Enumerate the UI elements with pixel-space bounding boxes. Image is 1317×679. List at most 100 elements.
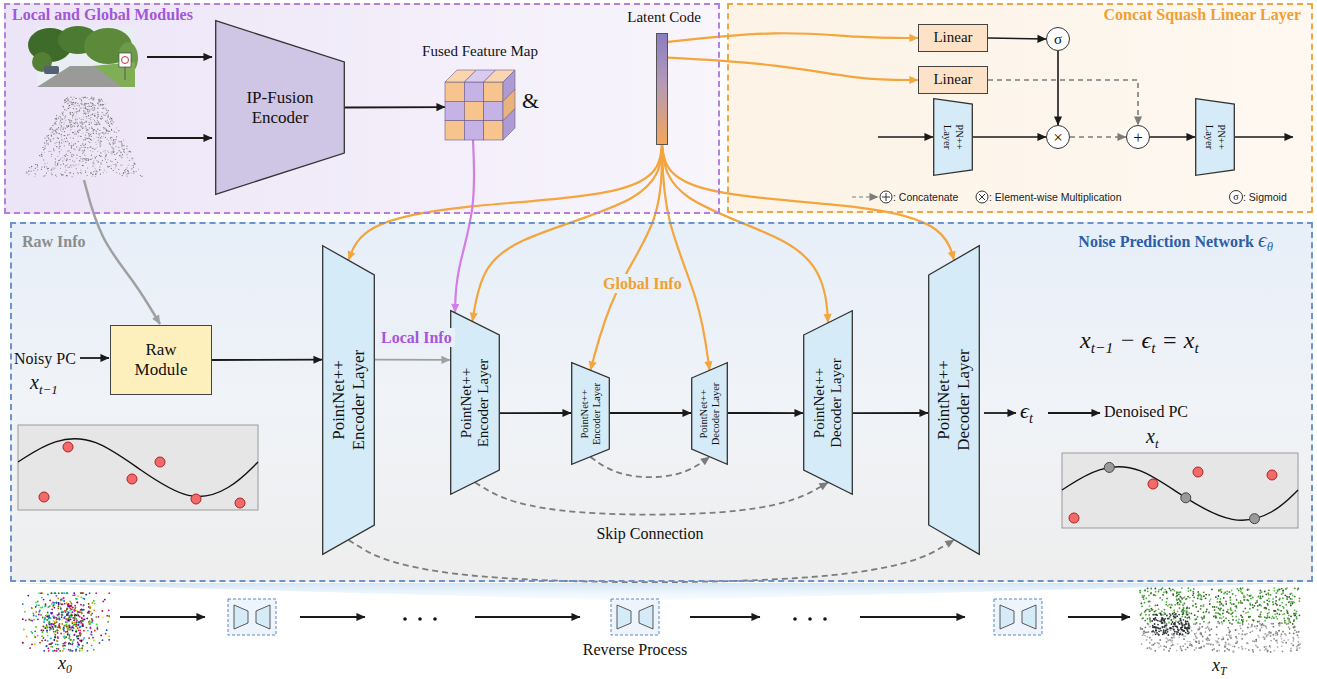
scan-point (108, 110, 109, 111)
scene-point (1278, 588, 1280, 590)
scan-point (95, 157, 96, 158)
scan-point (56, 118, 57, 119)
noise-point (70, 616, 72, 618)
scan-point (62, 113, 63, 114)
scan-point (48, 170, 49, 171)
scan-point (66, 160, 67, 161)
scan-point (98, 99, 99, 100)
scan-point (85, 139, 86, 140)
plot-point (1069, 513, 1079, 523)
scene-point (1220, 607, 1222, 609)
scan-point (106, 130, 107, 131)
scan-point (110, 144, 111, 145)
noise-point (65, 625, 67, 627)
scan-point (113, 151, 114, 152)
scan-point (71, 154, 72, 155)
scan-point (98, 114, 99, 115)
scan-point (47, 143, 48, 144)
noise-point (93, 639, 95, 641)
scene-point (1171, 604, 1173, 606)
scan-point (67, 150, 68, 151)
scan-point (86, 130, 87, 131)
noise-point (80, 596, 82, 598)
scan-point (90, 117, 91, 118)
scene-point (1200, 605, 1202, 607)
scan-point (102, 133, 103, 134)
noise-point (76, 610, 78, 612)
scan-point (83, 145, 84, 146)
scan-point (87, 109, 88, 110)
scan-point (90, 134, 91, 135)
noise-point (89, 620, 91, 622)
scan-point (64, 135, 65, 136)
scan-point (28, 174, 29, 175)
scan-point (70, 126, 71, 127)
scene-point (1225, 603, 1227, 605)
noise-point (23, 629, 25, 631)
scan-point (83, 152, 84, 153)
scene-point (1174, 604, 1176, 606)
scene-point (1296, 611, 1298, 613)
scan-point (64, 109, 65, 110)
noise-point (22, 642, 24, 644)
scan-point (88, 115, 89, 116)
scan-point (61, 131, 62, 132)
scan-point (115, 139, 116, 140)
scan-point (58, 118, 59, 119)
scene-point (1219, 614, 1221, 616)
scene-point (1285, 622, 1287, 624)
scan-point (62, 118, 63, 119)
scan-point (116, 165, 117, 166)
scan-point (51, 154, 52, 155)
scan-point (60, 120, 61, 121)
scan-point (100, 137, 101, 138)
scan-point (101, 119, 102, 120)
scan-point (58, 162, 59, 163)
noise-point (72, 621, 74, 623)
scan-point (114, 154, 115, 155)
scene-point (1235, 616, 1237, 618)
scene-point (1260, 595, 1262, 597)
scene-point (1185, 621, 1187, 623)
scan-point (102, 108, 103, 109)
noise-point (102, 601, 104, 603)
noise-point (52, 646, 54, 648)
noise-point (58, 592, 60, 594)
scan-point (59, 133, 60, 134)
scene-point (1243, 599, 1245, 601)
scan-point (111, 153, 112, 154)
scene-point (1293, 613, 1295, 615)
noise-point (92, 637, 94, 639)
scan-point (101, 156, 102, 157)
scene-point (1177, 611, 1179, 613)
noise-point (59, 626, 61, 628)
scan-point (86, 132, 87, 133)
scan-point (69, 166, 70, 167)
scan-point (111, 130, 112, 131)
scan-point (101, 141, 102, 142)
scan-point (110, 121, 111, 122)
scan-point (46, 173, 47, 174)
scene-point (1241, 592, 1243, 594)
scan-point (115, 142, 116, 143)
scan-point (44, 166, 45, 167)
scan-point (79, 130, 80, 131)
scan-point (120, 165, 121, 166)
scene-point (1166, 623, 1168, 625)
scan-point (53, 169, 54, 170)
noise-point (100, 635, 102, 637)
scan-point (81, 147, 82, 148)
scan-point (91, 103, 92, 104)
noise-point (69, 650, 71, 652)
noise-point (68, 603, 70, 605)
scene-point (1155, 613, 1157, 615)
scan-point (94, 107, 95, 108)
scan-point (60, 173, 61, 174)
scene-point (1175, 620, 1177, 622)
photo-sign (119, 53, 131, 67)
noise-point (59, 623, 61, 625)
scan-point (73, 102, 74, 103)
scan-point (67, 100, 68, 101)
scan-point (46, 143, 47, 144)
scene-point (1228, 612, 1230, 614)
